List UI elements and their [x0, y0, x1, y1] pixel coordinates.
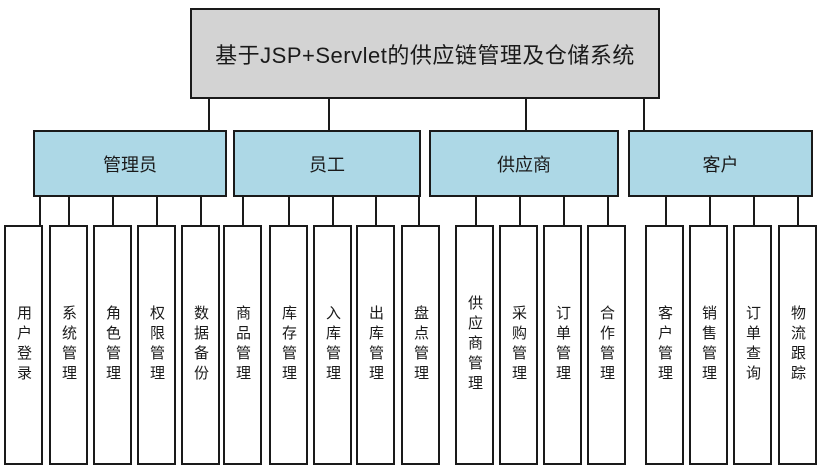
- leaf-label-procurement-management: 采购管理: [510, 305, 527, 385]
- branch-node-customer: 客户: [628, 130, 813, 197]
- leaf-cooperation-management: 合作管理: [587, 225, 626, 465]
- connector-staff-product: [242, 195, 244, 227]
- connector-admin-system: [68, 195, 70, 227]
- connector-supplier-cooperation: [607, 195, 609, 227]
- leaf-sales-management: 销售管理: [689, 225, 728, 465]
- leaf-label-sales-management: 销售管理: [700, 305, 717, 385]
- leaf-procurement-management: 采购管理: [499, 225, 538, 465]
- leaf-outbound-management: 出库管理: [356, 225, 395, 465]
- leaf-label-outbound-management: 出库管理: [367, 305, 384, 385]
- connector-admin-backup: [200, 195, 202, 227]
- connector-staff-inbound: [332, 195, 334, 227]
- connector-title-supplier: [525, 97, 527, 132]
- leaf-data-backup: 数据备份: [181, 225, 220, 465]
- leaf-order-query: 订单查询: [733, 225, 772, 465]
- leaf-label-inventory-management: 库存管理: [280, 305, 297, 385]
- leaf-label-order-query: 订单查询: [744, 305, 761, 385]
- branch-node-supplier: 供应商: [429, 130, 619, 197]
- connector-staff-inventory: [288, 195, 290, 227]
- connector-admin-user-login: [39, 195, 41, 227]
- connector-title-admin: [208, 97, 210, 132]
- leaf-user-login: 用户登录: [4, 225, 43, 465]
- connector-supplier-order: [563, 195, 565, 227]
- leaf-label-user-login: 用户登录: [15, 305, 32, 385]
- leaf-label-cooperation-management: 合作管理: [598, 305, 615, 385]
- connector-staff-stocktake: [418, 195, 420, 227]
- leaf-stocktake-management: 盘点管理: [401, 225, 440, 465]
- connector-staff-outbound: [375, 195, 377, 227]
- connector-title-staff: [328, 97, 330, 132]
- leaf-label-order-management: 订单管理: [554, 305, 571, 385]
- branch-node-admin: 管理员: [33, 130, 227, 197]
- leaf-label-inbound-management: 入库管理: [324, 305, 341, 385]
- connector-customer-customer-mgmt: [665, 195, 667, 227]
- leaf-label-role-management: 角色管理: [104, 305, 121, 385]
- connector-customer-sales: [709, 195, 711, 227]
- leaf-product-management: 商品管理: [223, 225, 262, 465]
- leaf-label-data-backup: 数据备份: [192, 305, 209, 385]
- branch-label-admin: 管理员: [103, 154, 157, 175]
- leaf-label-supplier-management: 供应商管理: [466, 295, 483, 395]
- branch-label-supplier: 供应商: [497, 154, 551, 175]
- connector-customer-order-query: [753, 195, 755, 227]
- branch-label-staff: 员工: [309, 154, 345, 175]
- branch-node-staff: 员工: [233, 130, 421, 197]
- leaf-order-management: 订单管理: [543, 225, 582, 465]
- leaf-logistics-tracking: 物流跟踪: [778, 225, 817, 465]
- diagram-title-label: 基于JSP+Servlet的供应链管理及仓储系统: [215, 42, 635, 68]
- leaf-customer-management: 客户管理: [645, 225, 684, 465]
- diagram-title-node: 基于JSP+Servlet的供应链管理及仓储系统: [190, 8, 660, 99]
- connector-supplier-supplier-mgmt: [475, 195, 477, 227]
- connector-admin-role: [112, 195, 114, 227]
- leaf-label-permission-management: 权限管理: [148, 305, 165, 385]
- leaf-system-management: 系统管理: [49, 225, 88, 465]
- leaf-label-customer-management: 客户管理: [656, 305, 673, 385]
- connector-title-customer: [643, 97, 645, 132]
- connector-customer-logistics: [797, 195, 799, 227]
- leaf-inventory-management: 库存管理: [269, 225, 308, 465]
- leaf-supplier-management: 供应商管理: [455, 225, 494, 465]
- connector-admin-permission: [156, 195, 158, 227]
- leaf-label-system-management: 系统管理: [60, 305, 77, 385]
- connector-supplier-procurement: [519, 195, 521, 227]
- leaf-label-product-management: 商品管理: [234, 305, 251, 385]
- leaf-inbound-management: 入库管理: [313, 225, 352, 465]
- leaf-permission-management: 权限管理: [137, 225, 176, 465]
- branch-label-customer: 客户: [702, 154, 739, 175]
- leaf-label-stocktake-management: 盘点管理: [412, 305, 429, 385]
- leaf-role-management: 角色管理: [93, 225, 132, 465]
- leaf-label-logistics-tracking: 物流跟踪: [789, 305, 806, 385]
